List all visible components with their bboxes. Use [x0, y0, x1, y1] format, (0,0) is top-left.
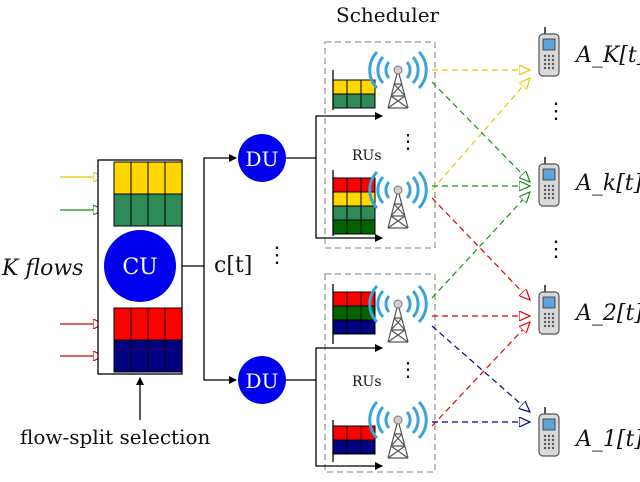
cu-node	[104, 230, 176, 302]
ru-label-bottom: RUs	[352, 374, 382, 390]
user-label-k: A_k[t]	[574, 171, 640, 196]
ru-group-box-top	[324, 41, 436, 249]
antenna-tower-icon	[368, 50, 428, 110]
mobile-phone-icon	[538, 26, 560, 77]
mobile-phone-icon	[538, 284, 560, 335]
du-node-bottom	[238, 356, 286, 404]
antenna-tower-icon	[368, 400, 428, 460]
du-label-top: DU	[246, 147, 279, 171]
user-ellipsis-top: ⋮	[545, 99, 567, 124]
ru-ellipsis-top: ⋮	[398, 129, 418, 153]
ru-group-box-bottom	[324, 273, 436, 473]
mobile-phone-icon	[538, 156, 560, 207]
wireless-links	[431, 70, 530, 426]
ru-ellipsis-bottom: ⋮	[398, 357, 418, 381]
du-ellipsis: ⋮	[266, 243, 288, 268]
scheduler-label: Scheduler	[336, 3, 440, 27]
flow-split-caption: flow-split selection	[20, 425, 211, 449]
ru-label-top: RUs	[352, 148, 382, 164]
du-to-ru-wire-2	[315, 158, 383, 242]
cu-label: CU	[122, 255, 157, 280]
du-label-bottom: DU	[246, 369, 279, 393]
user-ellipsis-bottom: ⋮	[545, 237, 567, 262]
du-to-ru-wire-1	[286, 112, 383, 159]
user-label-K: A_K[t]	[574, 43, 640, 68]
antenna-tower-icon	[368, 284, 428, 344]
k-flows-label: K flows	[1, 256, 83, 281]
user-label-2: A_2[t]	[574, 301, 640, 326]
cu-to-du-wire-top	[182, 154, 237, 267]
du-to-ru-wire-3	[286, 344, 383, 381]
user-label-1: A_1[t]	[574, 427, 640, 452]
ru-buffer-3	[332, 284, 376, 344]
du-to-ru-wire-4	[315, 380, 383, 470]
signal-label: c[t]	[214, 253, 252, 278]
ru-buffer-4	[332, 420, 376, 462]
du-node-top	[238, 134, 286, 182]
ru-buffer-1	[332, 70, 376, 110]
ru-buffer-2	[332, 170, 376, 236]
antenna-tower-icon	[368, 170, 428, 230]
cu-to-du-wire-bottom	[203, 266, 237, 384]
mobile-phone-icon	[538, 406, 560, 457]
